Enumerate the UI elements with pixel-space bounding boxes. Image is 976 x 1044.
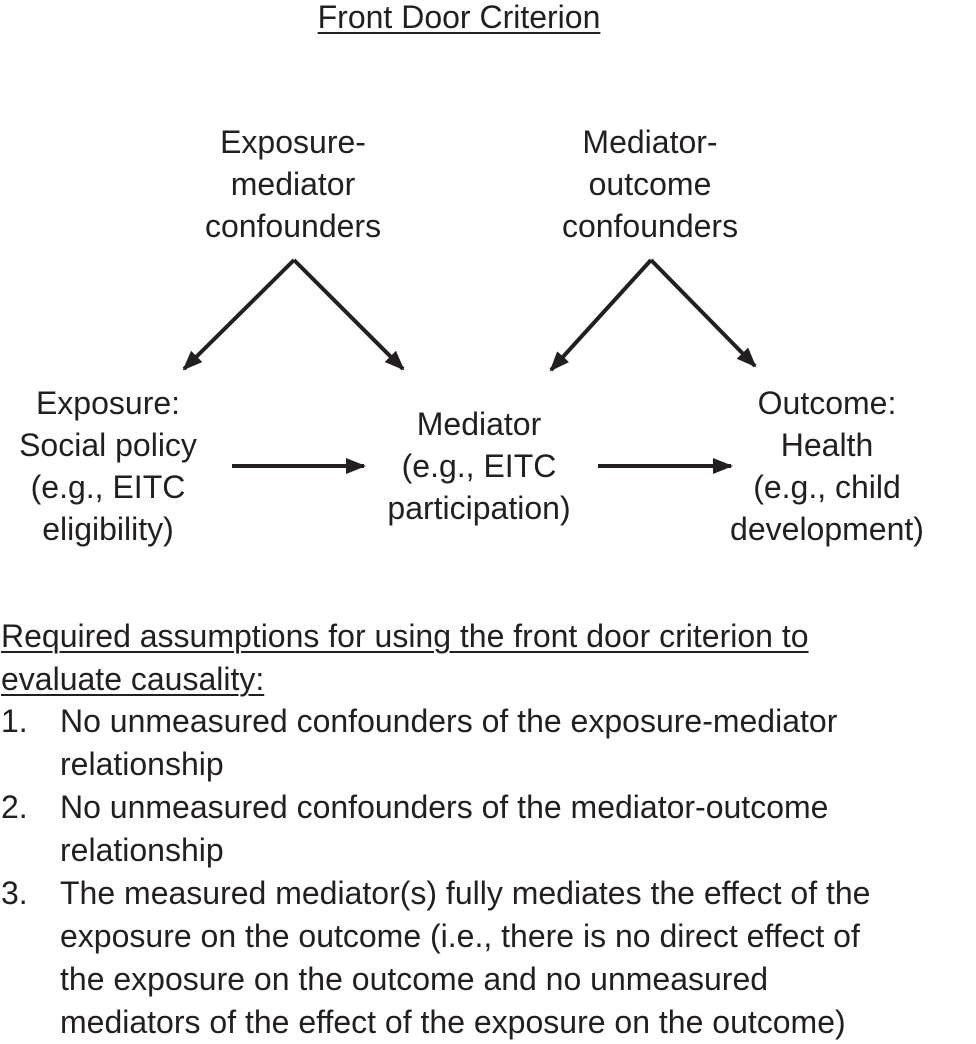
assumptions-heading: Required assumptions for using the front… bbox=[1, 615, 941, 701]
assumptions-list: 1. No unmeasured confounders of the expo… bbox=[0, 700, 976, 1044]
node-label-line: development) bbox=[730, 511, 924, 547]
assumption-line: mediators of the effect of the exposure … bbox=[60, 1004, 846, 1040]
node-exposure: Exposure: Social policy (e.g., EITC elig… bbox=[0, 382, 258, 550]
node-label-line: Exposure: bbox=[35, 385, 181, 421]
node-label-line: Social policy bbox=[19, 427, 197, 463]
assumption-line: No unmeasured confounders of the exposur… bbox=[60, 703, 838, 739]
node-label-line: (e.g., EITC bbox=[30, 469, 186, 505]
arrow-emc-to-exposure bbox=[182, 258, 296, 371]
node-label-line: participation) bbox=[387, 490, 571, 526]
assumption-item: 1. No unmeasured confounders of the expo… bbox=[0, 700, 976, 786]
node-label-line: (e.g., child bbox=[753, 469, 901, 505]
node-mediator-outcome-confounders: Mediator- outcome confounders bbox=[500, 121, 800, 247]
node-mediator: Mediator (e.g., EITC participation) bbox=[329, 403, 629, 529]
assumption-line: relationship bbox=[60, 832, 224, 868]
arrow-moc-to-mediator bbox=[549, 258, 653, 372]
assumption-number: 2. bbox=[1, 789, 28, 825]
node-label-line: Mediator- bbox=[582, 124, 718, 160]
node-label-line: (e.g., EITC bbox=[401, 448, 557, 484]
assumption-number: 1. bbox=[1, 703, 28, 739]
assumption-line: the exposure on the outcome and no unmea… bbox=[60, 961, 769, 997]
assumptions-heading-line: evaluate causality: bbox=[1, 661, 265, 697]
node-label-line: eligibility) bbox=[42, 511, 174, 547]
assumptions-heading-line: Required assumptions for using the front… bbox=[1, 618, 809, 654]
node-label-line: confounders bbox=[561, 208, 739, 244]
node-label-line: confounders bbox=[204, 208, 382, 244]
diagram-title: Front Door Criterion bbox=[317, 0, 601, 35]
node-label-line: Outcome: bbox=[757, 385, 897, 421]
node-exposure-mediator-confounders: Exposure- mediator confounders bbox=[143, 121, 443, 247]
node-label-line: Mediator bbox=[416, 406, 542, 442]
node-outcome: Outcome: Health (e.g., child development… bbox=[677, 382, 976, 550]
assumption-line: The measured mediator(s) fully mediates … bbox=[60, 875, 871, 911]
assumption-line: relationship bbox=[60, 746, 224, 782]
node-label-line: mediator bbox=[230, 166, 356, 202]
assumption-item: 3. The measured mediator(s) fully mediat… bbox=[0, 872, 976, 1044]
node-label-line: Health bbox=[780, 427, 874, 463]
assumption-line: No unmeasured confounders of the mediato… bbox=[60, 789, 829, 825]
arrow-emc-to-mediator bbox=[292, 258, 405, 371]
node-label-line: outcome bbox=[588, 166, 712, 202]
assumption-item: 2. No unmeasured confounders of the medi… bbox=[0, 786, 976, 872]
node-label-line: Exposure- bbox=[220, 124, 366, 160]
assumption-line: exposure on the outcome (i.e., there is … bbox=[60, 918, 860, 954]
assumption-number: 3. bbox=[1, 875, 28, 911]
arrow-moc-to-outcome bbox=[649, 258, 757, 368]
